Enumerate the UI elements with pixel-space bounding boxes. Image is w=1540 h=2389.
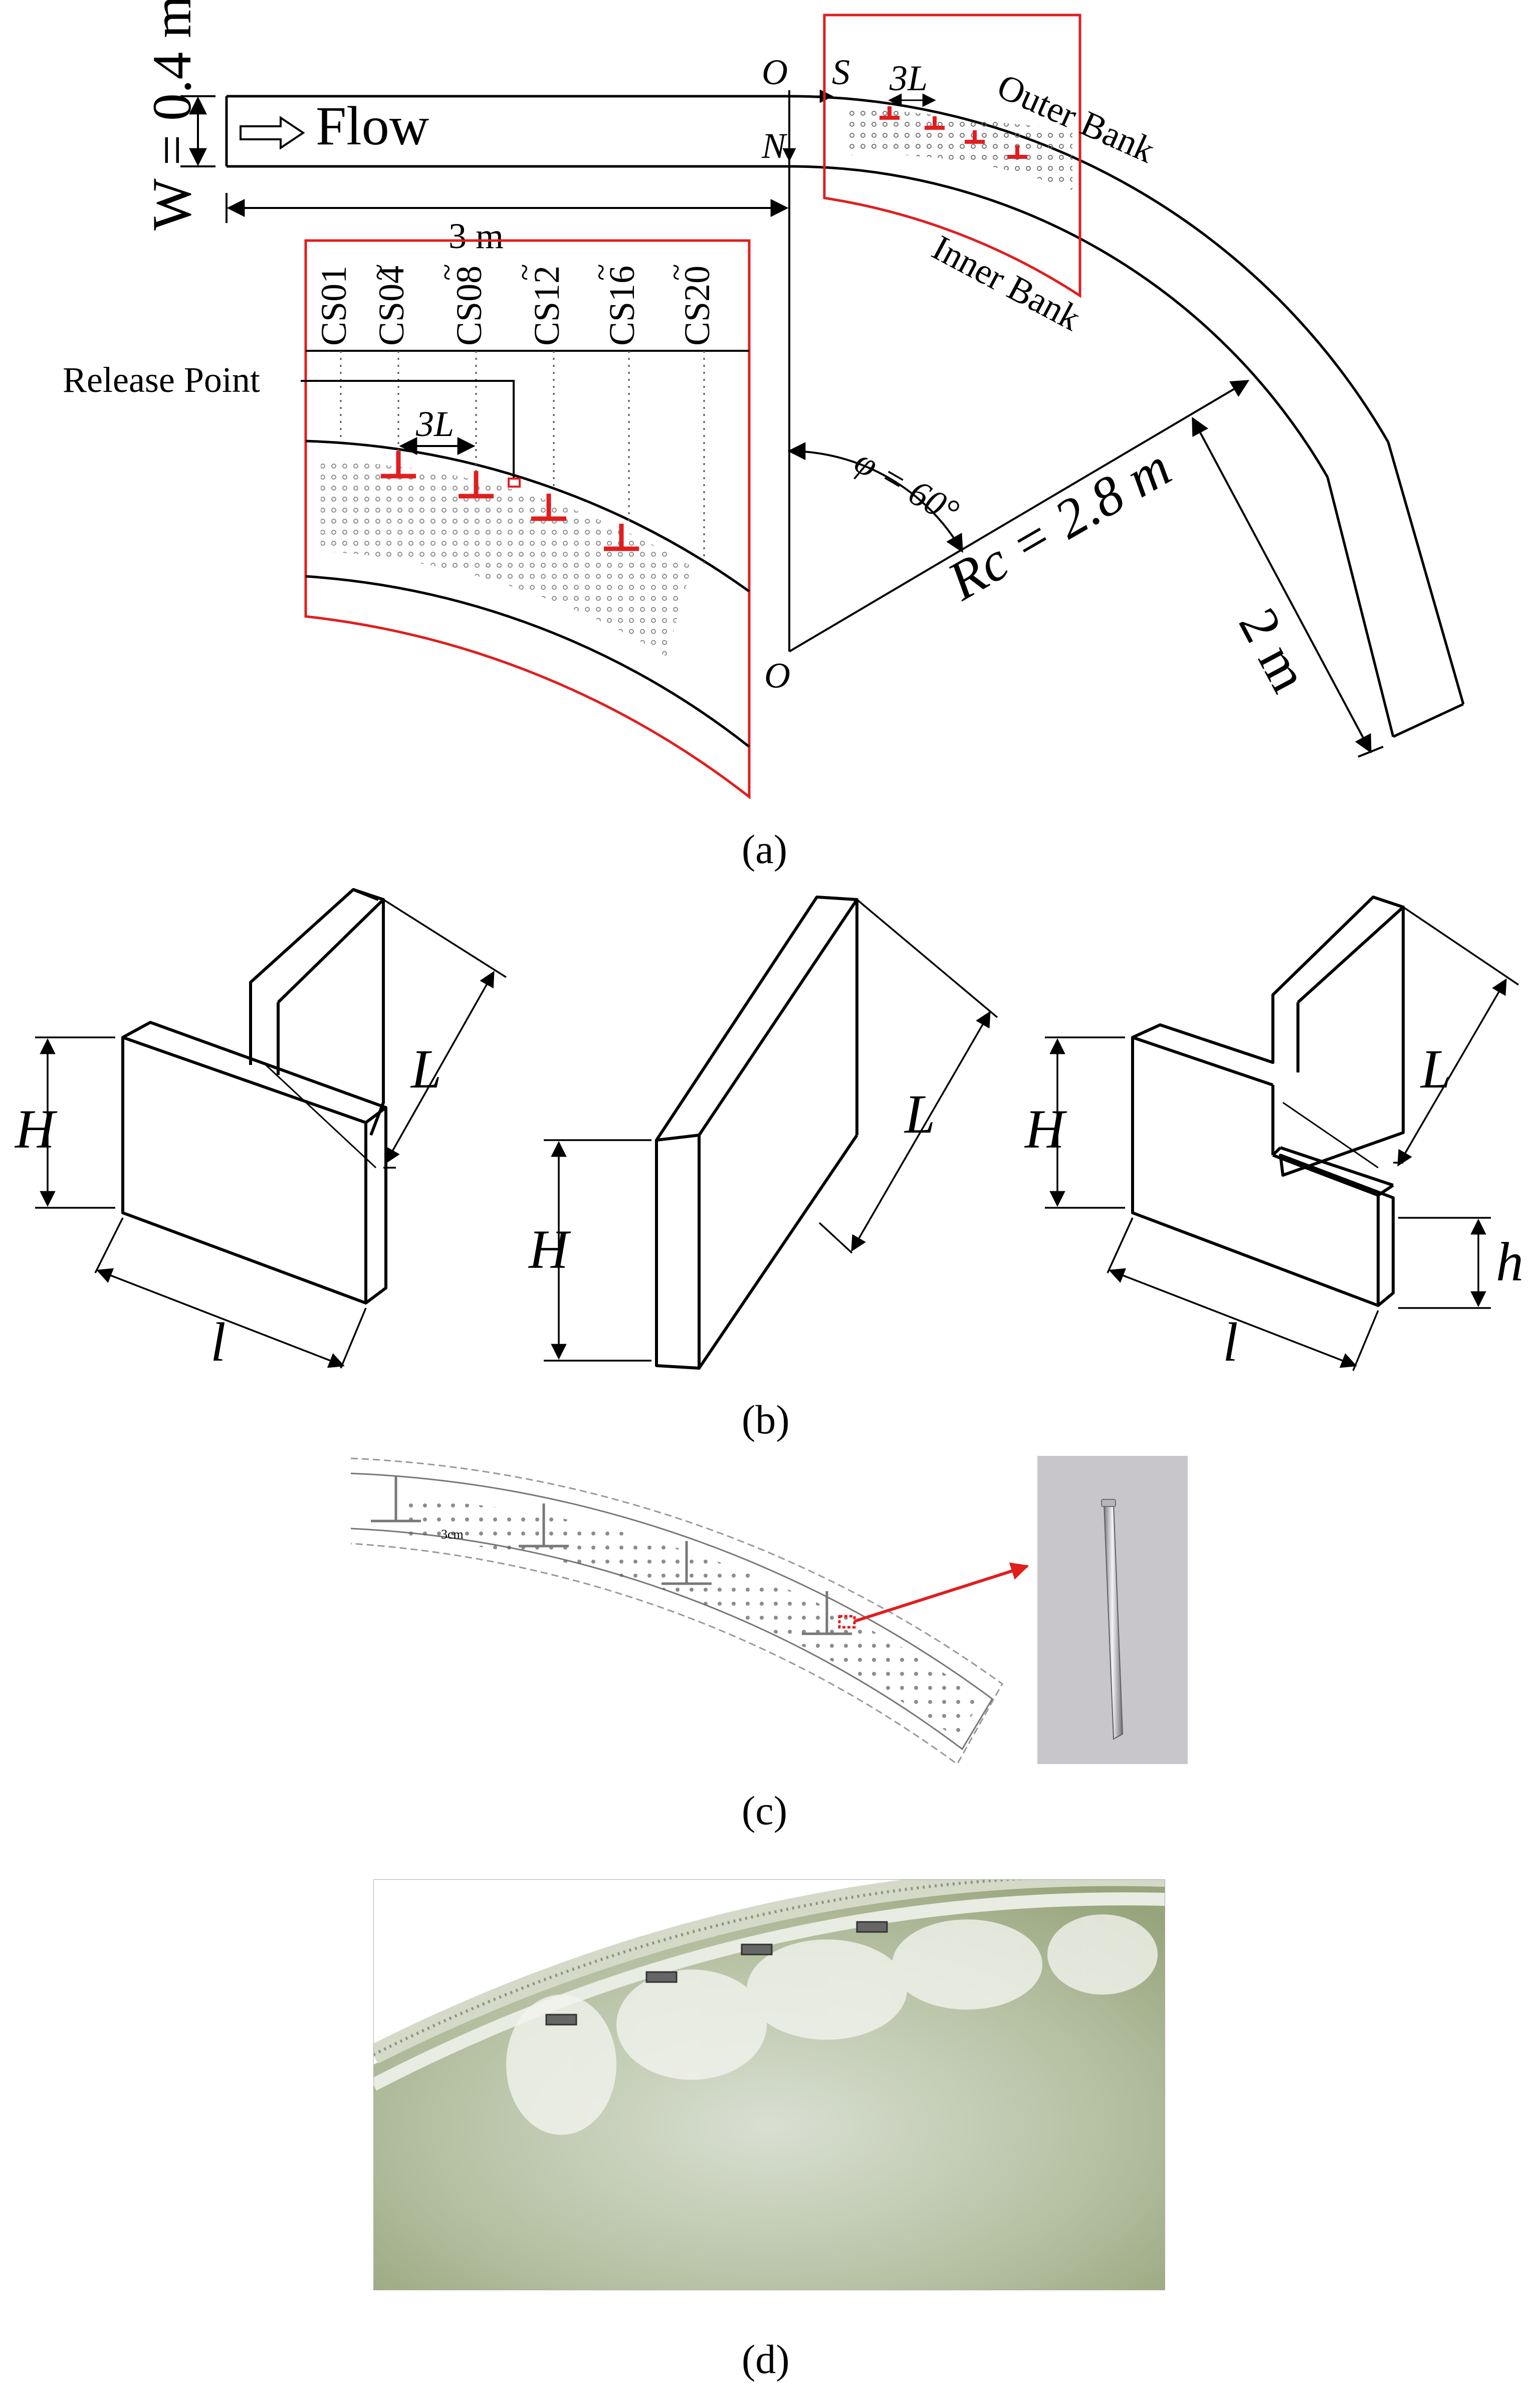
t-spur-width: l <box>210 1312 226 1373</box>
inner-bank-label: Inner Bank <box>926 227 1087 338</box>
axis-s: S <box>832 52 850 92</box>
l-spur-height: H <box>1024 1099 1067 1160</box>
section-label: CS08 <box>449 266 489 346</box>
straight-spur <box>655 896 858 1370</box>
section-separator: ~ <box>659 264 694 281</box>
straight-spur-length: L <box>904 1083 935 1145</box>
straight-channel <box>225 95 789 168</box>
spacing-top: 3L <box>889 58 928 98</box>
spacing-inset: 3L <box>415 404 454 444</box>
panel-b <box>35 888 1519 1371</box>
length-label: 3 m <box>449 216 504 256</box>
section-label: CS04 <box>371 266 411 346</box>
section-separator: ~ <box>430 264 465 281</box>
l-spur <box>1131 896 1405 1307</box>
release-point-label: Release Point <box>63 360 260 400</box>
width-label: W = 0.4 m <box>141 0 202 231</box>
probe-photo <box>1037 1456 1188 1764</box>
length-dimension <box>226 193 789 223</box>
panel-b-caption: (b) <box>742 1397 790 1442</box>
top-inset: 3L <box>823 14 1081 298</box>
straight-spur-height: H <box>528 1219 571 1280</box>
scale-text: 3cm <box>441 1527 464 1542</box>
section-labels: CS01~CS04~CS08~CS12~CS16~CS20 <box>314 264 717 346</box>
exit-length-label: 2 m <box>1227 598 1321 702</box>
sn-axes <box>782 89 833 162</box>
t-spur-length: L <box>410 1038 442 1100</box>
flow-arrow-icon <box>240 116 305 150</box>
panel-c: 3cm (c) <box>350 1456 1188 1833</box>
axis-n: N <box>761 126 788 166</box>
section-separator: ~ <box>584 264 618 281</box>
t-spur-height: H <box>14 1099 58 1160</box>
t-spur-dims <box>35 899 507 1369</box>
left-inset: 3L CS01~CS04~CS08~CS12~CS16~CS20 <box>301 239 751 800</box>
width-dimension <box>180 95 215 167</box>
exit-dimension <box>1192 416 1384 758</box>
angle-label: φ = 60° <box>848 441 966 532</box>
origin-bottom: O <box>764 656 790 696</box>
panel-b-labels: H L l H L H L l h (b) <box>14 1038 1523 1442</box>
panel-c-caption: (c) <box>742 1788 787 1833</box>
layout-drawing: 3cm <box>350 1457 1003 1766</box>
t-spur <box>121 888 387 1305</box>
flow-label: Flow <box>316 95 429 156</box>
section-label: CS01 <box>314 266 354 346</box>
section-separator: ~ <box>363 264 397 281</box>
section-label: CS20 <box>677 266 717 346</box>
l-spur-small-height: h <box>1496 1231 1523 1292</box>
centre-lines <box>787 90 1250 653</box>
l-spur-length: L <box>1420 1038 1451 1100</box>
panel-d: (d) <box>373 1879 1165 2382</box>
origin-top: O <box>762 52 788 92</box>
flume-photo <box>373 1879 1165 2290</box>
panel-a-caption: (a) <box>742 826 787 872</box>
l-spur-dims <box>1045 906 1519 1371</box>
panel-d-caption: (d) <box>742 2336 790 2382</box>
straight-spur-dims <box>544 899 998 1362</box>
section-label: CS12 <box>527 266 567 346</box>
bend-channel <box>789 95 1465 738</box>
l-spur-width: l <box>1223 1312 1238 1373</box>
radius-label: Rc = 2.8 m <box>937 436 1181 612</box>
panel-a: Flow W = 0.4 m 3 m 2 m <box>63 0 1465 872</box>
section-separator: ~ <box>508 264 542 281</box>
section-label: CS16 <box>602 266 642 346</box>
